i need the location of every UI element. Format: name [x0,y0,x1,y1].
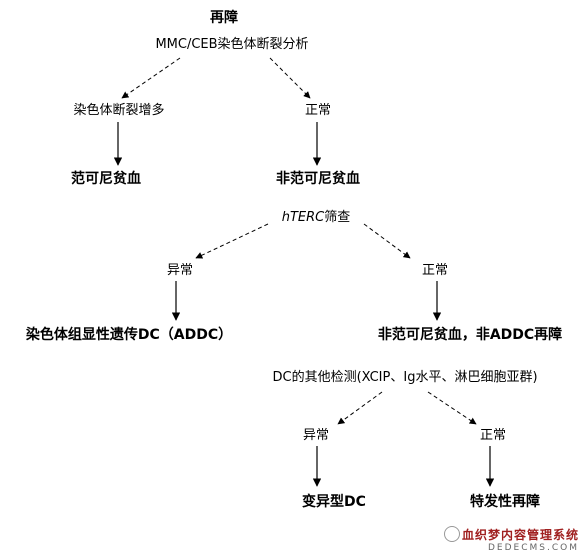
node-variant-dc: 变异型DC [302,494,366,510]
node-fanconi: 范可尼贫血 [71,171,141,187]
watermark-title: 血织梦内容管理系统 [461,528,579,542]
node-non-fanconi: 非范可尼贫血 [276,171,360,187]
node-chrom-increase: 染色体断裂增多 [73,103,165,118]
node-test2-rest: 筛查 [324,210,351,225]
node-idiopathic: 特发性再障 [470,494,540,510]
dashed-arrow-test2-to-abnormal [195,223,269,259]
watermark: 血织梦内容管理系统 DEDECMS.COM [443,526,579,553]
watermark-url: DEDECMS.COM [488,543,579,553]
node-test1: MMC/CEB染色体断裂分析 [155,37,309,52]
node-abnormal-3: 异常 [302,428,330,443]
node-test3: DC的其他检测(XCIP、Ig水平、淋巴细胞亚群) [272,370,538,385]
node-non-fanconi-non-addc: 非范可尼贫血，非ADDC再障 [377,327,563,343]
watermark-logo-icon [443,526,460,542]
node-abnormal-2: 异常 [166,263,194,278]
node-root: 再障 [210,10,238,26]
dashed-arrow-test3-to-normal [427,391,477,425]
dashed-arrow-test2-to-normal [363,223,411,259]
node-normal-2: 正常 [421,263,449,278]
node-normal-1: 正常 [304,103,332,118]
dashed-arrow-test1-to-increase [121,57,181,99]
dashed-arrow-test1-to-normal [269,57,311,99]
node-normal-3: 正常 [479,428,507,443]
node-addc: 染色体组显性遗传DC（ADDC） [25,327,233,343]
node-test2: hTERC筛查 [282,210,351,226]
node-test2-italic: hTERC [281,210,325,225]
dashed-arrow-test3-to-abnormal [337,391,383,425]
